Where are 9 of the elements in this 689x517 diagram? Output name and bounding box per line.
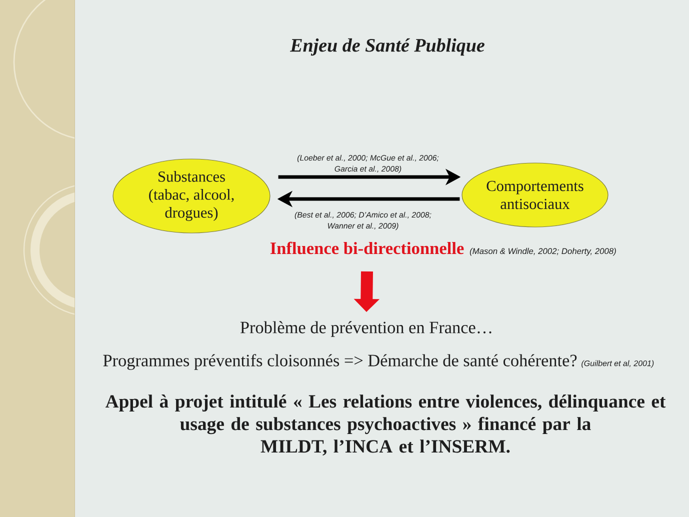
emphasis-text: Influence bi-directionnelle [270, 242, 464, 254]
citation: (Mason & Windle, 2002; Doherty, 2008) [470, 248, 616, 256]
slide-title: Enjeu de Santé Publique [290, 38, 484, 56]
statement-text: Programmes préventifs cloisonnés => Démarche de santé cohérente? [103, 354, 577, 370]
ellipse-node: Substances (tabac, alcool, drogues) [112, 158, 270, 234]
citation: (Guilbert et al, 2001) [582, 360, 654, 368]
ellipse-node: Comportements antisociaux [462, 162, 608, 228]
paragraph-text: Appel à projet intitulé « Les relations entre violences, délinquance et usage de substances psychoactives » financé par la MILDT, l’INCA et l’INSERM. [105, 394, 666, 456]
statement-text: Problème de prévention en France… [240, 321, 492, 337]
